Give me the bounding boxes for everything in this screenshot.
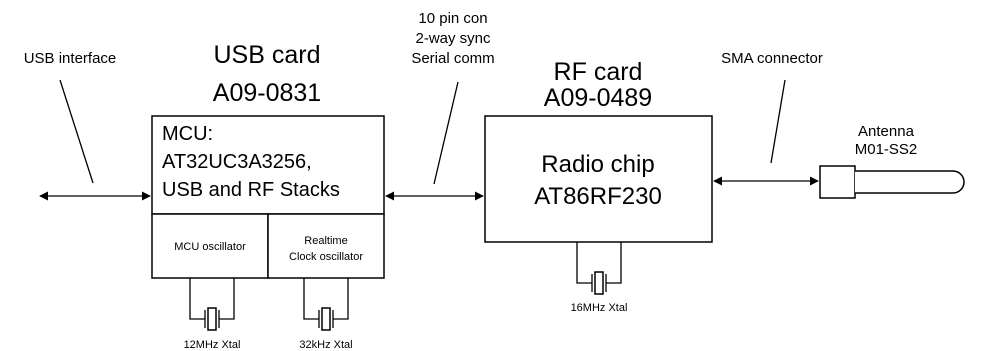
mcu-oscillator-label: MCU oscillator xyxy=(174,241,246,253)
rf-card-part-number: A09-0489 xyxy=(544,84,652,112)
antenna-label-line2: M01-SS2 xyxy=(855,141,918,158)
sma-connector-pointer xyxy=(770,79,786,164)
crystal-12mhz-icon xyxy=(189,278,235,331)
antenna-whip xyxy=(855,170,965,194)
radio-chip-label-line1: Radio chip xyxy=(541,151,654,178)
antenna-label-line1: Antenna xyxy=(858,123,915,140)
sma-connector-label: SMA connector xyxy=(721,50,823,67)
usb-interface-pointer xyxy=(59,79,94,184)
connector-pointer xyxy=(433,81,459,185)
mcu-oscillator-box xyxy=(151,213,269,279)
usb-interface-label: USB interface xyxy=(24,50,117,67)
connector-label-line1: 10 pin con xyxy=(418,10,487,27)
crystal-32khz-label: 32kHz Xtal xyxy=(299,339,352,351)
crystal-16mhz-label: 16MHz Xtal xyxy=(571,302,628,314)
radio-chip-label-line2: AT86RF230 xyxy=(534,183,662,210)
crystal-12mhz-label: 12MHz Xtal xyxy=(184,339,241,351)
mcu-label-line1: MCU: xyxy=(162,123,213,145)
rtc-oscillator-label-line2: Clock oscillator xyxy=(289,251,363,263)
rtc-oscillator-box xyxy=(267,213,385,279)
rf-card-title: RF card xyxy=(554,58,643,86)
crystal-16mhz-icon xyxy=(576,242,622,295)
usb-card-title: USB card xyxy=(214,41,321,69)
crystal-32khz-icon xyxy=(303,278,349,331)
connector-label-line3: Serial comm xyxy=(411,50,494,67)
connector-label-line2: 2-way sync xyxy=(415,30,491,47)
usb-card-part-number: A09-0831 xyxy=(213,79,321,107)
mcu-label-line2: AT32UC3A3256, xyxy=(162,151,312,173)
antenna-connector xyxy=(819,165,856,199)
rtc-oscillator-label-line1: Realtime xyxy=(304,235,347,247)
rf-card-box xyxy=(484,115,713,243)
mcu-label-line3: USB and RF Stacks xyxy=(162,179,340,201)
usb-card-mcu-box xyxy=(151,115,385,215)
